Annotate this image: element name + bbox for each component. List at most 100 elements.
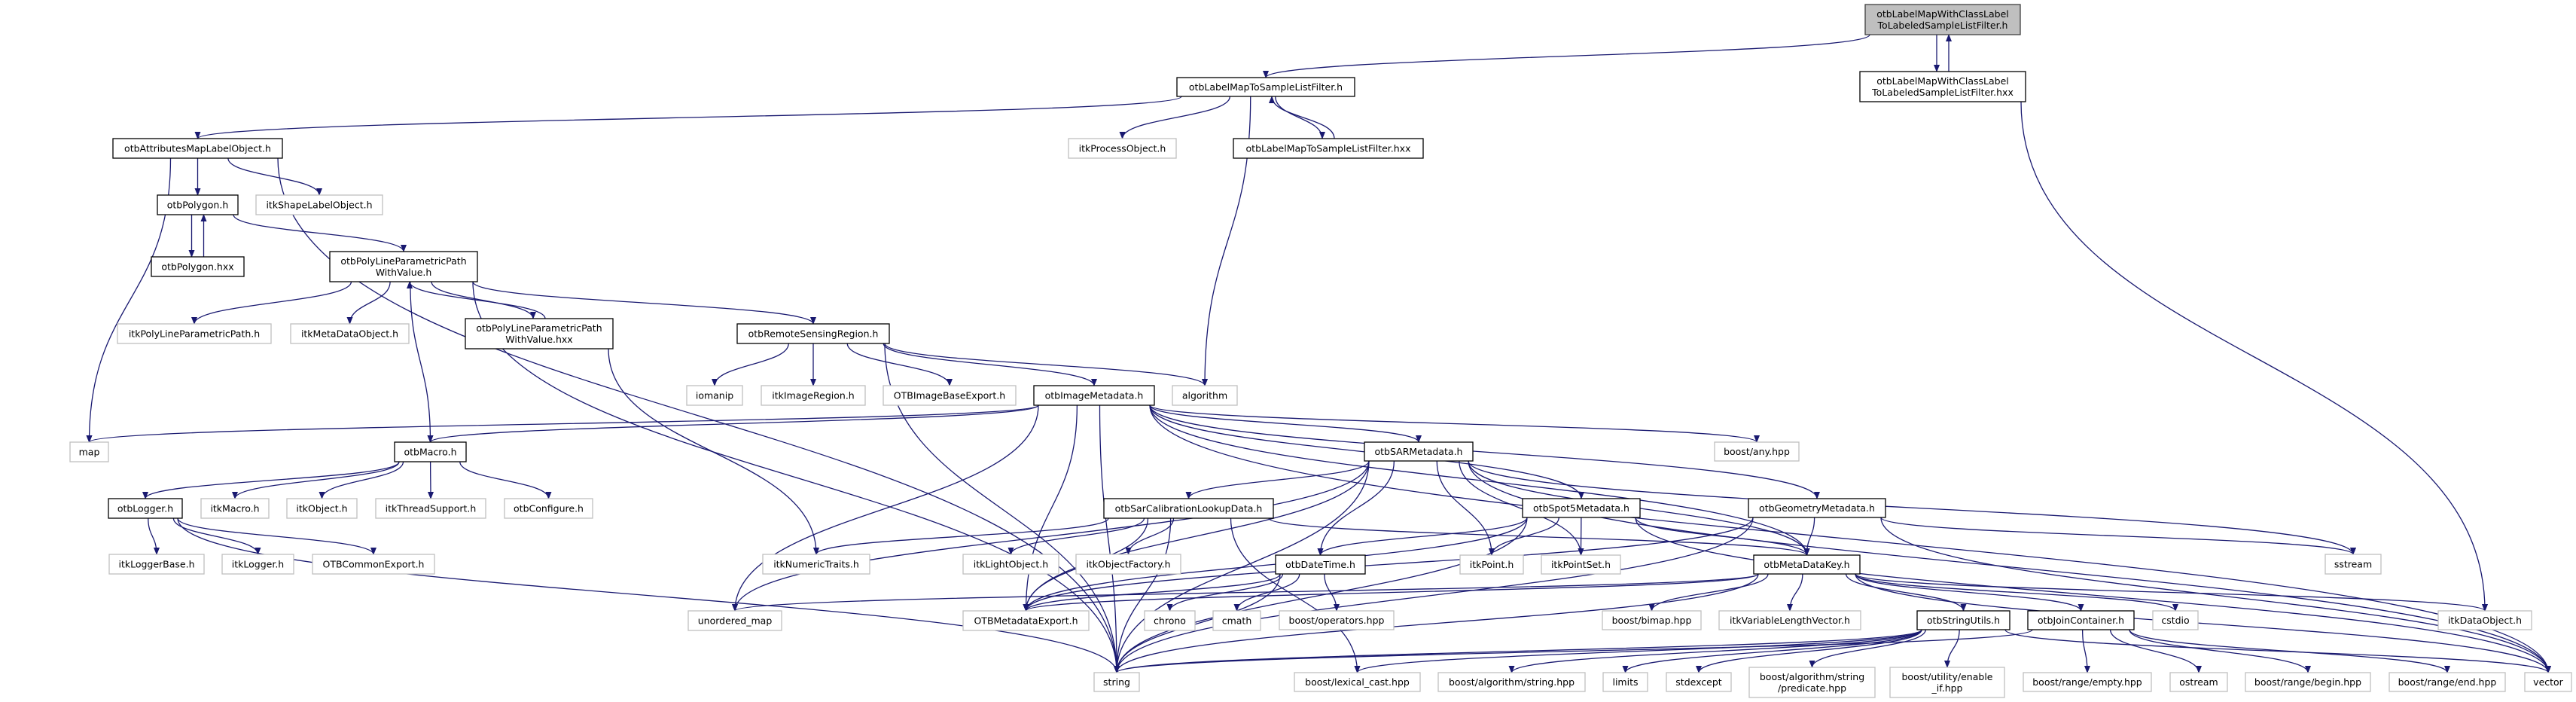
node-box[interactable] xyxy=(1103,498,1274,519)
node-box[interactable] xyxy=(1364,441,1474,462)
node-itkpointset-h: itkPointSet.h xyxy=(1541,554,1621,575)
node-otbdatetime-h[interactable]: otbDateTime.h xyxy=(1275,554,1366,575)
node-otbpolygon-hxx[interactable]: otbPolygon.hxx xyxy=(151,256,245,277)
node-label[interactable]: otbGeometryMetadata.h xyxy=(1759,502,1875,514)
node-box[interactable] xyxy=(1522,498,1641,518)
node-otbremotesensingregion-h[interactable]: otbRemoteSensingRegion.h xyxy=(736,323,890,344)
node-label[interactable]: otbSpot5Metadata.h xyxy=(1533,502,1629,514)
node-otblabelmapwithclasslabeltolabeledsamplelistfilter-h[interactable]: otbLabelMapWithClassLabelToLabeledSample… xyxy=(1864,4,2021,35)
node-label[interactable]: otbLabelMapWithClassLabel xyxy=(1876,75,2009,87)
edges-layer xyxy=(86,34,2551,673)
node-box[interactable] xyxy=(151,256,245,277)
node-otbattributesmaplabelobject-h[interactable]: otbAttributesMapLabelObject.h xyxy=(112,138,283,159)
node-label[interactable]: otbLabelMapToSampleListFilter.hxx xyxy=(1246,143,1411,154)
edge-otbimagemetadata-h-to-map xyxy=(86,404,1039,443)
node-stdexcept: stdexcept xyxy=(1666,672,1732,692)
node-label[interactable]: otbMacro.h xyxy=(404,447,457,458)
node-box xyxy=(1541,554,1621,575)
node-label: boost/bimap.hpp xyxy=(1612,615,1692,626)
edge-otbmetadatakey-h-to-itkdataobject-h xyxy=(1855,573,2488,612)
node-otbspot5metadata-h[interactable]: otbSpot5Metadata.h xyxy=(1522,498,1641,518)
node-otblogger-h[interactable]: otbLogger.h xyxy=(108,498,183,519)
node-otbstringutils-h[interactable]: otbStringUtils.h xyxy=(1916,610,2010,630)
node-label[interactable]: WithValue.h xyxy=(376,267,432,278)
node-label: itkVariableLengthVector.h xyxy=(1730,615,1850,626)
node-label[interactable]: otbAttributesMapLabelObject.h xyxy=(124,143,271,154)
node-box[interactable] xyxy=(1859,71,2026,102)
node-boost-operators-hpp: boost/operators.hpp xyxy=(1279,610,1395,630)
node-label[interactable]: otbSARMetadata.h xyxy=(1375,446,1463,457)
node-label[interactable]: WithValue.hxx xyxy=(505,334,572,345)
node-box[interactable] xyxy=(1275,554,1366,575)
node-boost-range-begin-hpp: boost/range/begin.hpp xyxy=(2245,672,2371,692)
edge-otbsarmetadata-h-to-unordered-map xyxy=(732,460,1370,612)
edge-otbremotesensingregion-h-to-algorithm xyxy=(884,343,1208,386)
node-otblabelmaptosamplelistfilter-h[interactable]: otbLabelMapToSampleListFilter.h xyxy=(1176,77,1355,97)
node-box[interactable] xyxy=(157,194,239,215)
node-label: iomanip xyxy=(696,390,733,401)
edge-otbsarmetadata-h-to-otbdatetime-h xyxy=(1317,460,1395,556)
node-otbgeometrymetadata-h[interactable]: otbGeometryMetadata.h xyxy=(1748,498,1886,518)
node-box[interactable] xyxy=(1176,77,1355,97)
node-label[interactable]: otbPolygon.h xyxy=(167,200,229,211)
node-box[interactable] xyxy=(465,318,614,349)
node-box[interactable] xyxy=(1033,385,1155,406)
node-label: boost/algorithm/string xyxy=(1760,671,1864,682)
node-otbmetadatakey-h[interactable]: otbMetaDataKey.h xyxy=(1753,554,1861,575)
node-label[interactable]: otbJoinContainer.h xyxy=(2038,615,2124,626)
node-label[interactable]: otbLabelMapWithClassLabel xyxy=(1876,8,2009,20)
node-box xyxy=(1075,554,1181,575)
node-box[interactable] xyxy=(736,323,890,344)
edge-otbspot5metadata-h-to-itkpoint-h xyxy=(1489,517,1559,556)
node-label[interactable]: ToLabeledSampleListFilter.hxx xyxy=(1871,87,2014,98)
node-otblabelmapwithclasslabeltolabeledsamplelistfilter-hxx[interactable]: otbLabelMapWithClassLabelToLabeledSample… xyxy=(1859,71,2026,102)
node-label: itkThreadSupport.h xyxy=(386,503,477,514)
node-otbimagemetadata-h[interactable]: otbImageMetadata.h xyxy=(1033,385,1155,406)
node-box xyxy=(117,323,272,344)
node-otbjoincontainer-h[interactable]: otbJoinContainer.h xyxy=(2027,610,2135,630)
edge-otbspot5metadata-h-to-otbmetadatakey-h xyxy=(1635,517,1810,556)
node-label[interactable]: otbLabelMapToSampleListFilter.h xyxy=(1189,81,1343,93)
node-label[interactable]: otbImageMetadata.h xyxy=(1045,390,1144,401)
node-box[interactable] xyxy=(1864,4,2021,35)
node-label[interactable]: otbPolygon.hxx xyxy=(161,261,233,273)
node-itkpolylineparametricpath-h: itkPolyLineParametricPath.h xyxy=(117,323,272,344)
node-box xyxy=(883,385,1017,406)
node-label[interactable]: otbSarCalibrationLookupData.h xyxy=(1115,503,1263,514)
node-label: stdexcept xyxy=(1675,676,1721,688)
node-box[interactable] xyxy=(2027,610,2135,630)
node-label[interactable]: otbLogger.h xyxy=(117,503,173,514)
edge-otbattributesmaplabelobject-h-to-itkshapelabelobject-h xyxy=(227,157,322,196)
node-label[interactable]: otbRemoteSensingRegion.h xyxy=(748,328,879,340)
edge-otbgeometrymetadata-h-to-otbmetadatakey-h xyxy=(1803,517,1815,556)
edge-otbimagemetadata-h-to-otbgeometrymetadata-h xyxy=(1149,404,1820,499)
node-otbmacro-h[interactable]: otbMacro.h xyxy=(394,441,467,462)
edge-otblabelmaptosamplelistfilter-h-to-otblabelmaptosamplelistfilter-hxx xyxy=(1275,96,1325,139)
node-box[interactable] xyxy=(108,498,183,519)
node-box[interactable] xyxy=(394,441,467,462)
edge-otbmetadatakey-h-to-vector xyxy=(1855,573,2551,673)
node-otblabelmaptosamplelistfilter-hxx[interactable]: otbLabelMapToSampleListFilter.hxx xyxy=(1233,138,1424,159)
node-label[interactable]: otbPolyLineParametricPath xyxy=(476,322,602,334)
node-iomanip: iomanip xyxy=(686,385,743,406)
node-box[interactable] xyxy=(329,251,478,282)
node-otbsarcalibrationlookupdata-h[interactable]: otbSarCalibrationLookupData.h xyxy=(1103,498,1274,519)
node-box[interactable] xyxy=(1748,498,1886,518)
node-box xyxy=(1666,672,1732,692)
node-box[interactable] xyxy=(1753,554,1861,575)
node-label[interactable]: otbMetaDataKey.h xyxy=(1764,559,1849,570)
node-label[interactable]: otbStringUtils.h xyxy=(1927,615,2000,626)
node-otbsarmetadata-h[interactable]: otbSARMetadata.h xyxy=(1364,441,1474,462)
node-label[interactable]: otbPolyLineParametricPath xyxy=(340,255,466,267)
node-label[interactable]: ToLabeledSampleListFilter.h xyxy=(1877,20,2008,31)
node-box[interactable] xyxy=(112,138,283,159)
node-box[interactable] xyxy=(1916,610,2010,630)
node-otbpolygon-h[interactable]: otbPolygon.h xyxy=(157,194,239,215)
edge-otbmacro-h-to-itkobject-h xyxy=(319,461,404,499)
edge-otblogger-h-to-otbcommonexport-h xyxy=(177,517,376,555)
node-box[interactable] xyxy=(1233,138,1424,159)
node-label[interactable]: otbDateTime.h xyxy=(1285,559,1355,570)
node-box xyxy=(1212,610,1261,631)
